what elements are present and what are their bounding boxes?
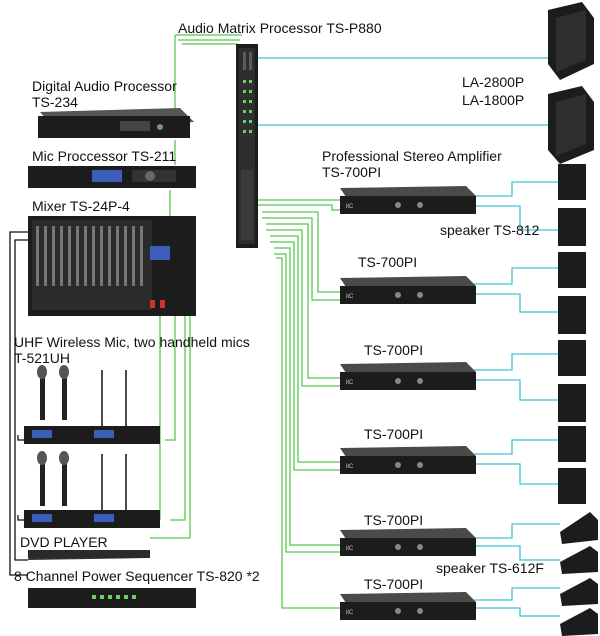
amplifier-6 [340, 592, 476, 620]
label-speaker-612f: speaker TS-612F [436, 560, 544, 576]
label-dvd: DVD PLAYER [20, 534, 108, 550]
speaker-ts812 [558, 468, 586, 504]
dvd-player [28, 550, 150, 560]
speaker-ts812 [558, 340, 586, 376]
speaker-ts812 [558, 296, 586, 334]
amp-to-speaker-wires [474, 181, 560, 617]
audio-matrix-processor [236, 44, 258, 248]
amp-logo: itC [346, 204, 354, 210]
label-amp-4: TS-700PI [364, 426, 424, 442]
mixer [28, 216, 196, 316]
matrix-to-line-array-wires [258, 57, 548, 126]
power-sequencer [28, 588, 196, 608]
label-amp-5: TS-700PI [364, 512, 424, 528]
amp-logo: itC [346, 546, 354, 552]
label-sequencer: 8 Channel Power Sequencer TS-820 *2 [14, 568, 260, 584]
amplifier-3 [340, 362, 476, 390]
line-array-speaker-2 [548, 86, 594, 164]
label-speaker-812: speaker TS-812 [440, 222, 540, 238]
label-amp-heading: Professional Stereo Amplifier [322, 148, 502, 164]
speaker-ts612f [560, 578, 598, 606]
speaker-ts612f-group [560, 512, 598, 636]
speaker-ts812 [558, 208, 586, 246]
amp-logo: itC [346, 380, 354, 386]
label-digital-processor: Digital Audio Processor [32, 78, 177, 94]
line-array-speaker-1 [548, 2, 594, 80]
device-logos: itC itC itC itC itC itC [346, 204, 354, 616]
label-amp-6: TS-700PI [364, 576, 424, 592]
speaker-ts812 [558, 164, 586, 200]
label-uhf: UHF Wireless Mic, two handheld mics [14, 334, 250, 350]
amp-logo: itC [346, 610, 354, 616]
label-amp-3: TS-700PI [364, 342, 424, 358]
matrix-to-amp-wires [258, 199, 340, 609]
label-mic-processor: Mic Proccessor TS-211 [32, 148, 177, 164]
speaker-ts812 [558, 252, 586, 288]
speaker-ts812-group [558, 164, 586, 504]
label-matrix: Audio Matrix Processor TS-P880 [178, 20, 382, 36]
amplifier-1 [340, 186, 476, 214]
amplifier-2 [340, 276, 476, 304]
amp-logo: itC [346, 464, 354, 470]
uhf-wireless-receiver-1 [24, 365, 160, 444]
label-mixer: Mixer TS-24P-4 [32, 198, 130, 214]
amplifier-5 [340, 528, 476, 556]
label-line-array-2: LA-1800P [462, 92, 525, 108]
speaker-ts612f [560, 512, 598, 544]
label-line-array-1: LA-2800P [462, 74, 525, 90]
speaker-ts612f [560, 546, 598, 574]
speaker-ts612f [560, 608, 598, 636]
mic-processor [28, 166, 196, 188]
label-amp-heading-model: TS-700PI [322, 164, 382, 180]
label-uhf-model: T-521UH [14, 350, 71, 366]
amplifier-4 [340, 446, 476, 474]
speaker-ts812 [558, 384, 586, 422]
label-digital-processor-model: TS-234 [32, 94, 78, 110]
digital-audio-processor [38, 108, 194, 138]
uhf-wireless-receiver-2 [24, 451, 160, 528]
label-amp-2: TS-700PI [358, 254, 418, 270]
mixer-loop-wires [9, 231, 28, 576]
amp-logo: itC [346, 294, 354, 300]
speaker-ts812 [558, 426, 586, 462]
